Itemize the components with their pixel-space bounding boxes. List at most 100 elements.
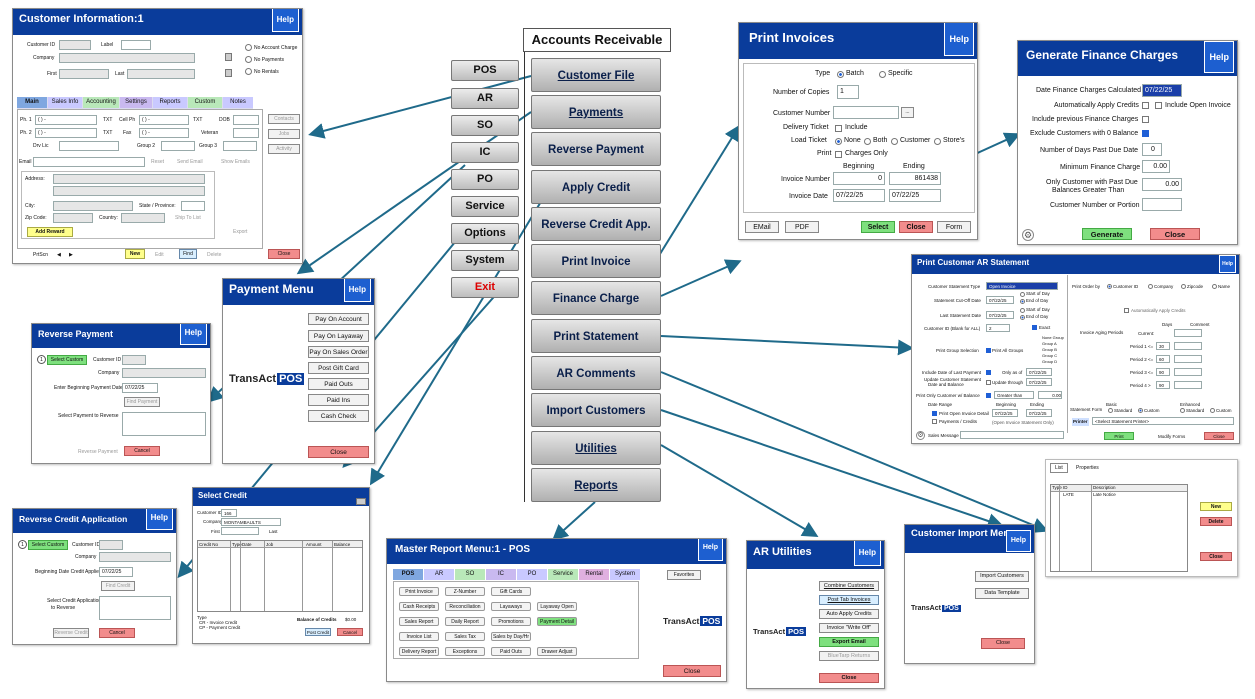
tab-service[interactable]: Service (548, 569, 578, 580)
customer-id-field[interactable]: 166 (221, 509, 237, 517)
sales-message-field[interactable] (960, 431, 1064, 439)
cancel-button[interactable]: Cancel (99, 628, 135, 638)
label-field[interactable] (121, 40, 151, 50)
print-button[interactable]: Print (1104, 432, 1134, 440)
find-credit-button[interactable]: Find Credit (101, 581, 135, 591)
printer-select[interactable]: <Select Statement Printer> (1092, 417, 1234, 425)
ar-print-statement[interactable]: Print Statement (531, 319, 661, 353)
nav-so[interactable]: SO (451, 115, 519, 136)
cash-receipts-button[interactable]: Cash Receipts (399, 602, 439, 611)
cutoff-field[interactable]: 07/22/25 (986, 296, 1014, 304)
payments-credits-checkbox[interactable] (932, 419, 937, 424)
export-email-button[interactable]: Export Email (819, 637, 879, 647)
auto-apply-credits-checkbox[interactable] (1142, 102, 1149, 109)
notes-icon[interactable] (225, 53, 232, 61)
begin-date-field[interactable]: 07/22/25 (99, 567, 133, 577)
days-past-due-field[interactable]: 0 (1142, 143, 1162, 156)
form-button[interactable]: Form (937, 221, 971, 233)
modify-forms-button[interactable]: Modify Forms (1158, 434, 1186, 439)
tab-list[interactable]: List (1050, 463, 1068, 473)
invoice-list-button[interactable]: Invoice List (399, 632, 439, 641)
bluetarp-returns-button[interactable]: BlueTarp Returns (819, 651, 879, 661)
paid-outs-button[interactable]: Paid Outs (308, 378, 369, 390)
include-previous-checkbox[interactable] (1142, 116, 1149, 123)
email-field[interactable] (33, 157, 145, 167)
nav-exit[interactable]: Exit (451, 277, 519, 298)
period4-comment-select[interactable] (1174, 381, 1202, 389)
customer-portion-field[interactable] (1142, 198, 1182, 211)
find-payment-button[interactable]: Find Payment (124, 397, 160, 407)
pdf-button[interactable]: PDF (785, 221, 819, 233)
include-checkbox[interactable] (835, 125, 842, 132)
add-reward-button[interactable]: Add Reward (27, 227, 73, 237)
reverse-payment-button[interactable]: Reverse Payment (78, 449, 118, 455)
payment-detail-button[interactable]: Payment Detail (537, 617, 577, 626)
help-button[interactable]: Help (1005, 530, 1031, 552)
close-button[interactable]: Close (1150, 228, 1200, 240)
tab-sales-info[interactable]: Sales Info (48, 97, 82, 108)
export-button[interactable]: Export (233, 229, 248, 235)
tab-reports[interactable]: Reports (153, 97, 187, 108)
reset-button[interactable]: Reset (151, 159, 165, 165)
enhanced-custom-radio[interactable] (1210, 408, 1215, 413)
tab-po[interactable]: PO (517, 569, 547, 580)
exclude-zero-checkbox[interactable] (1142, 130, 1149, 137)
reconciliation-button[interactable]: Reconciliation (445, 602, 485, 611)
delivery-report-button[interactable]: Delivery Report (399, 647, 439, 656)
cell-phone-field[interactable]: ( ) - (139, 115, 189, 125)
order-company-radio[interactable] (1148, 284, 1153, 289)
last-statement-field[interactable]: 07/22/25 (986, 311, 1014, 319)
invoice-end-field[interactable]: 861438 (889, 172, 941, 185)
period2-comment-select[interactable] (1174, 355, 1202, 363)
contacts-button[interactable]: Contacts (268, 114, 300, 124)
credit-table[interactable]: Credit No Type Date Job Amount Balance (197, 540, 363, 612)
nav-system[interactable]: System (451, 250, 519, 271)
country-field[interactable] (121, 213, 165, 223)
phone2-field[interactable]: ( ) - (35, 128, 97, 138)
email-button[interactable]: EMail (745, 221, 779, 233)
include-last-payment-checkbox[interactable] (986, 370, 991, 375)
table-row[interactable]: LATE Late Notice (1051, 492, 1187, 499)
close-button[interactable]: Close (1204, 432, 1234, 440)
promotions-button[interactable]: Promotions (491, 617, 531, 626)
close-button[interactable]: Close (899, 221, 933, 233)
close-icon[interactable] (356, 498, 366, 505)
payment-list[interactable] (122, 412, 206, 436)
order-name-radio[interactable] (1212, 284, 1217, 289)
cancel-button[interactable]: Cancel (337, 628, 363, 636)
order-zipcode-radio[interactable] (1181, 284, 1186, 289)
ar-comments[interactable]: AR Comments (531, 356, 661, 390)
update-through-field[interactable]: 07/22/25 (1026, 378, 1052, 386)
last-sod-radio[interactable] (1020, 308, 1025, 313)
order-customer-id-radio[interactable] (1107, 284, 1112, 289)
favorites-button[interactable]: Favorites (667, 570, 701, 580)
date-begin-field[interactable]: 07/22/25 (833, 189, 885, 202)
close-button[interactable]: Close (981, 638, 1025, 649)
nav-po[interactable]: PO (451, 169, 519, 190)
date-end-field[interactable]: 07/22/25 (889, 189, 941, 202)
daily-report-button[interactable]: Daily Report (445, 617, 485, 626)
tab-ar[interactable]: AR (424, 569, 454, 580)
help-button[interactable]: Help (944, 23, 974, 56)
tab-accounting[interactable]: Accounting (83, 97, 119, 108)
select-button[interactable]: Select (861, 221, 895, 233)
credit-application-list[interactable] (99, 596, 171, 620)
only-as-of-field[interactable]: 07/22/25 (1026, 368, 1052, 376)
stores-radio[interactable] (934, 138, 941, 145)
first-name-field[interactable] (59, 69, 109, 79)
dob-field[interactable] (233, 115, 259, 125)
cutoff-eod-radio[interactable] (1020, 299, 1025, 304)
copies-spinner[interactable]: 1 (837, 85, 859, 99)
basic-custom-radio[interactable] (1138, 408, 1143, 413)
help-button[interactable]: Help (179, 324, 207, 345)
paid-outs-report-button[interactable]: Paid Outs (491, 647, 531, 656)
customer-id-field[interactable] (59, 40, 91, 50)
no-rentals-radio[interactable] (245, 68, 252, 75)
nav-ar[interactable]: AR (451, 88, 519, 109)
ar-finance-charge[interactable]: Finance Charge (531, 281, 661, 315)
show-emails-button[interactable]: Show Emails (221, 159, 250, 165)
city-field[interactable] (53, 201, 133, 211)
first-name-field[interactable] (221, 527, 259, 535)
period4-field[interactable]: 90 (1156, 381, 1170, 389)
reverse-credit-button[interactable]: Reverse Credit (53, 628, 89, 638)
